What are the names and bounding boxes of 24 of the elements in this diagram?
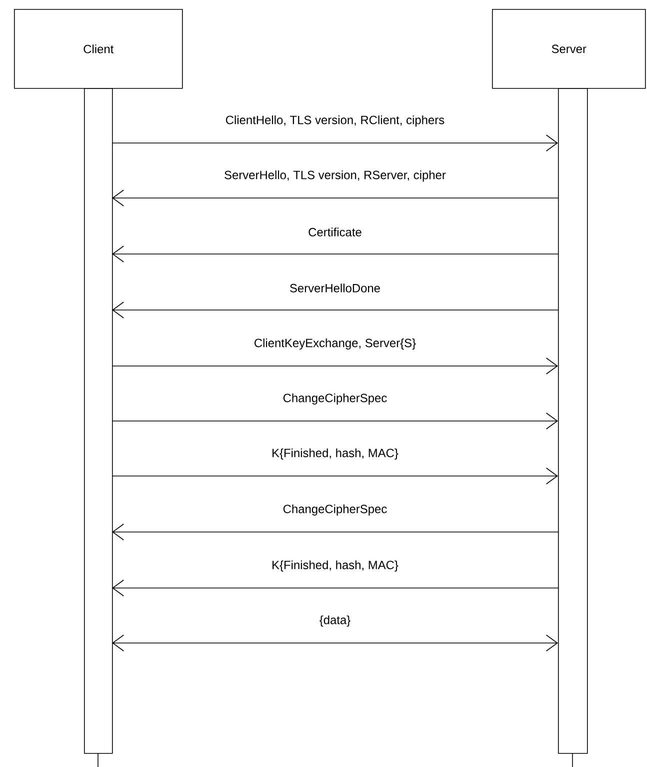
edge-label: ServerHello, TLS version, RServer, cipher — [223, 169, 447, 183]
edge-label: {data} — [318, 614, 352, 628]
message-arrow — [112, 580, 558, 596]
participant-box: Client — [14, 9, 183, 89]
message-arrow — [112, 412, 558, 430]
message-arrow — [112, 246, 558, 262]
activation-bar — [84, 88, 113, 754]
edge-label: ClientHello, TLS version, RClient, ciphers — [224, 114, 446, 128]
participant-box: Server — [492, 9, 646, 89]
edge-label: ChangeCipherSpec — [282, 392, 388, 406]
message-arrow — [112, 634, 558, 652]
message-arrow — [112, 134, 558, 152]
message-arrow — [112, 302, 558, 318]
edge-label: ClientKeyExchange, Server{S} — [252, 337, 418, 351]
edge-label: ChangeCipherSpec — [282, 503, 388, 517]
message-arrow — [112, 468, 558, 484]
activation-bar — [558, 88, 588, 754]
edge-label: ServerHelloDone — [288, 282, 382, 294]
message-arrow — [112, 190, 558, 206]
edge-label: K{Finished, hash, MAC} — [270, 559, 400, 573]
message-arrow — [112, 358, 558, 374]
edge-label: K{Finished, hash, MAC} — [270, 447, 400, 461]
message-arrow — [112, 524, 558, 540]
edge-label: Certificate — [307, 226, 363, 238]
